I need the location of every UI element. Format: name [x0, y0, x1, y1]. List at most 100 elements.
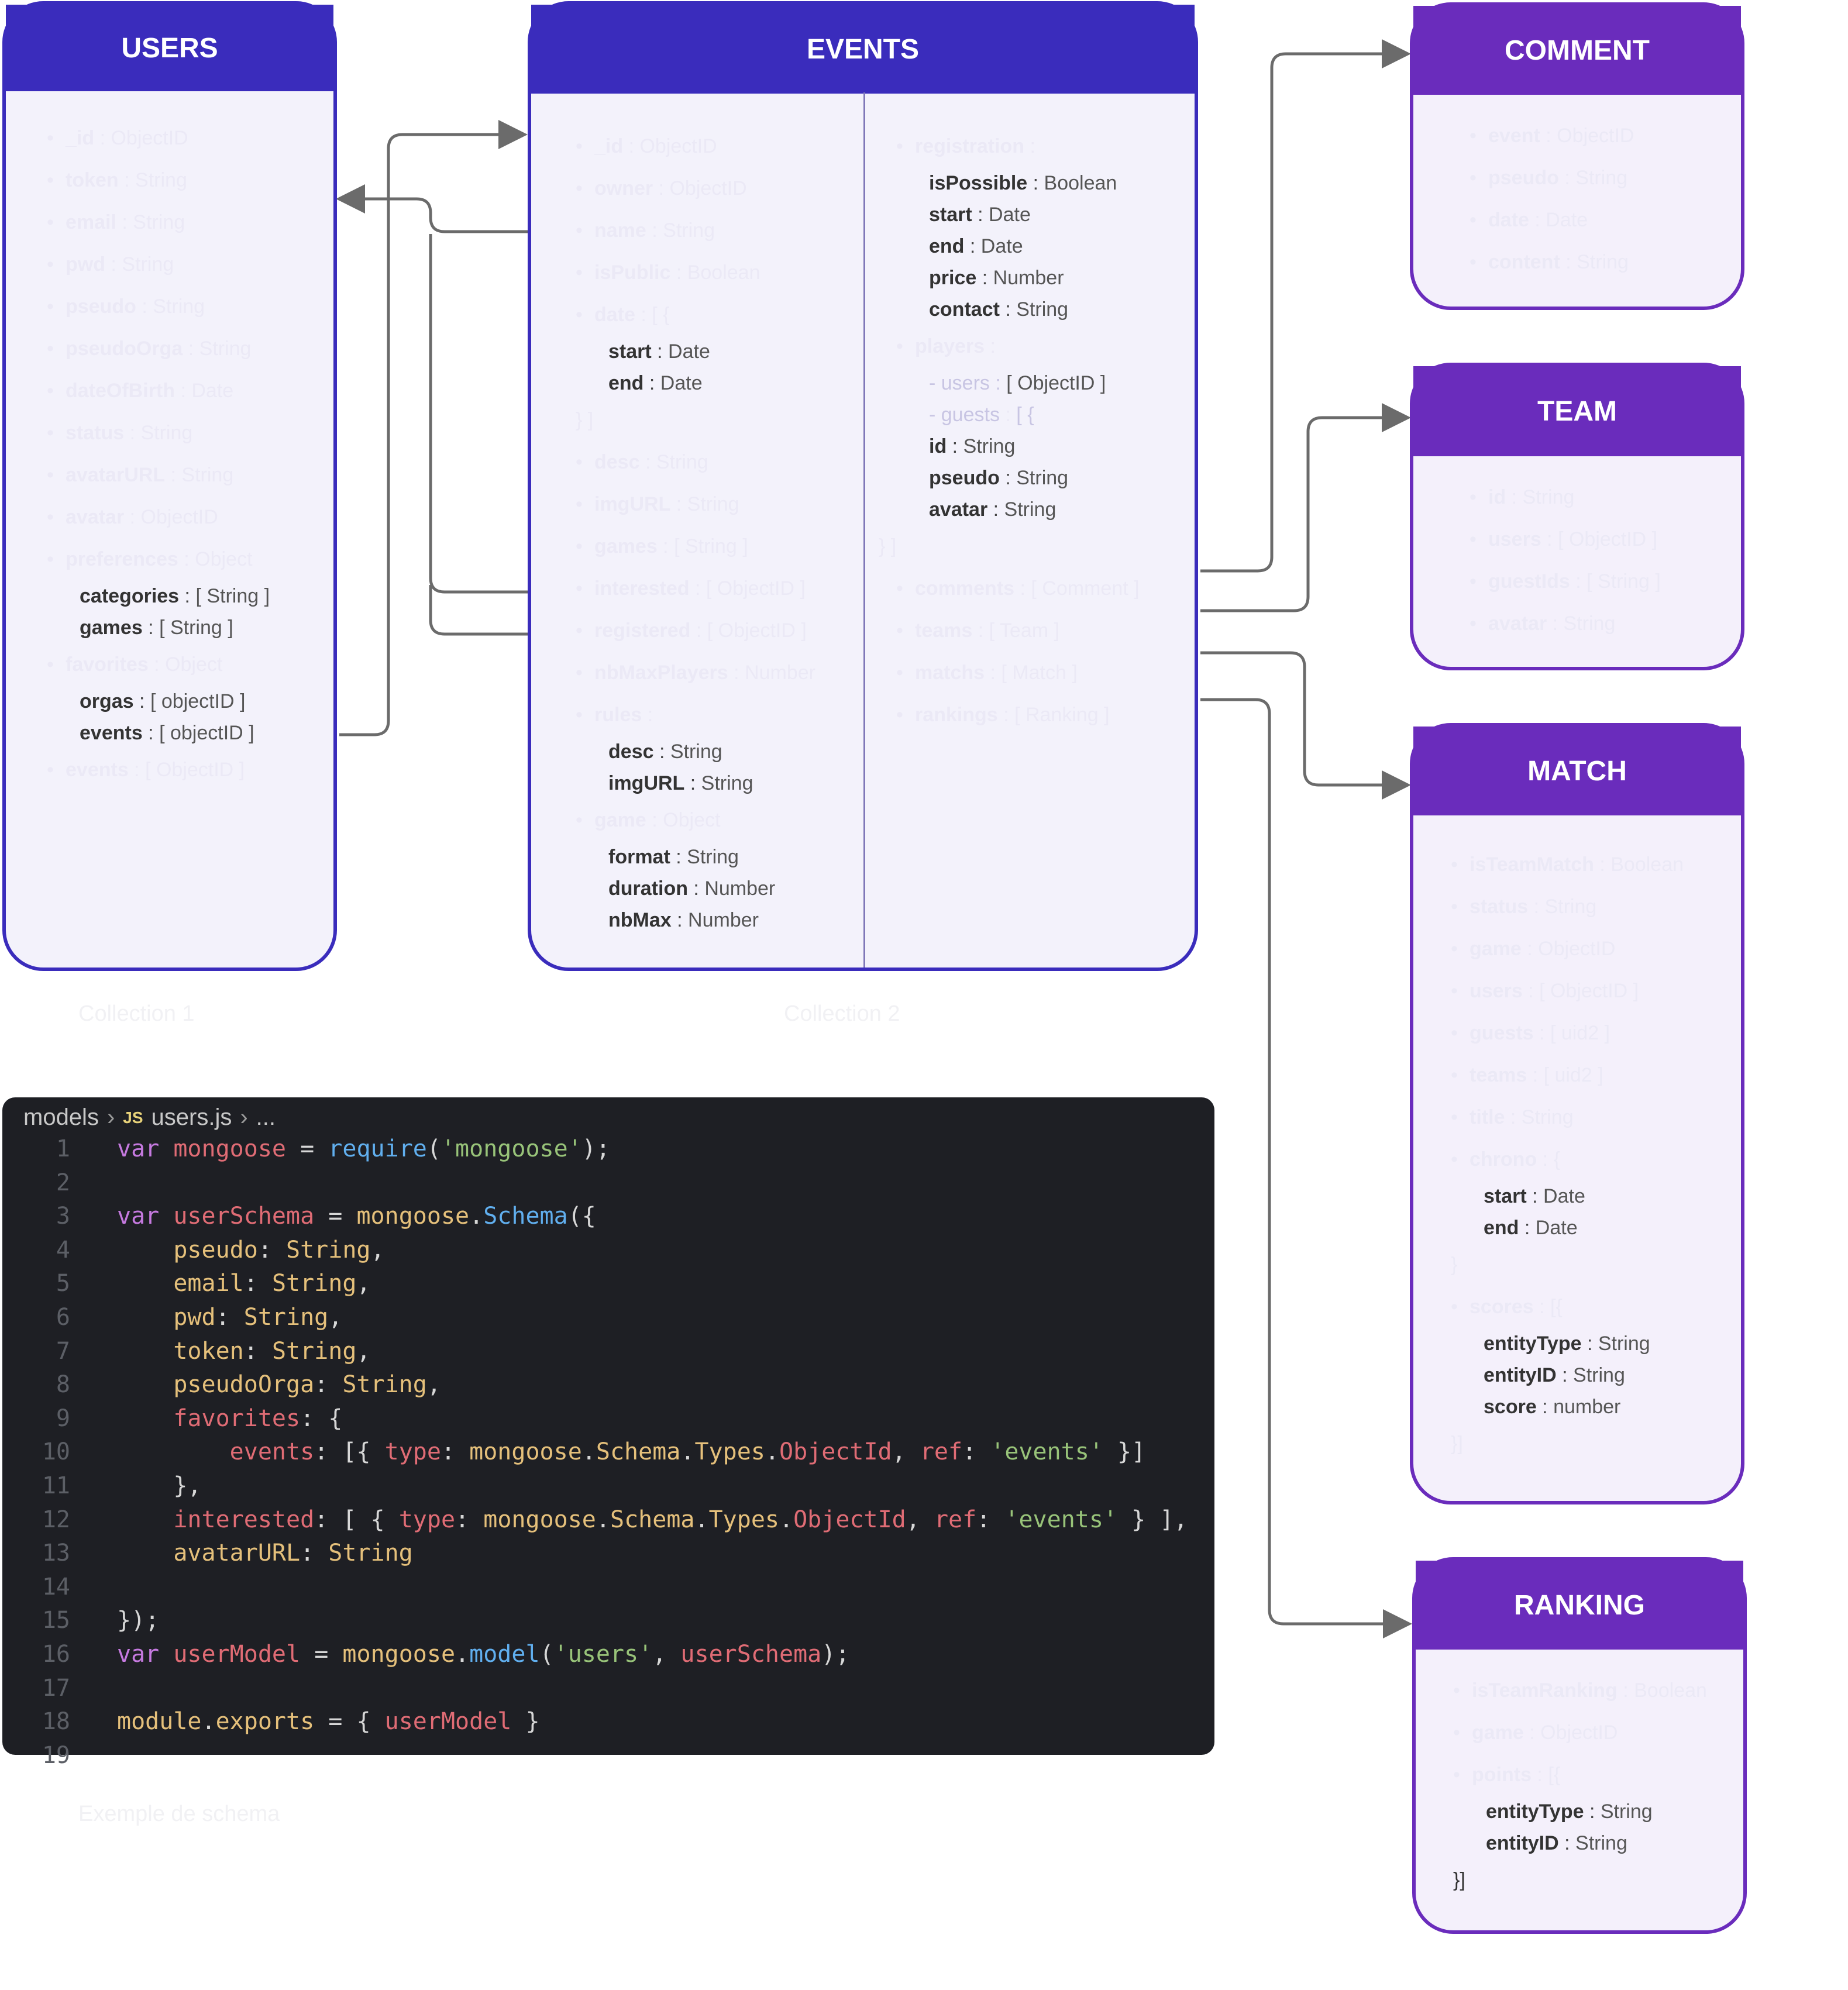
field-type: Boolean [1634, 1679, 1707, 1702]
field-type: Number [993, 267, 1064, 289]
field-row: events : [ objectID ] [47, 717, 270, 749]
breadcrumb-more[interactable]: ... [256, 1104, 276, 1130]
field-row: entityID : String [1451, 1359, 1684, 1391]
ranking-field-list: •isTeamRanking : Boolean•game : ObjectID… [1453, 1669, 1707, 1901]
field-type: [ ObjectID ] [706, 577, 806, 600]
code-line[interactable]: 19 [2, 1739, 1214, 1773]
code-line[interactable]: 4 pseudo: String, [2, 1234, 1214, 1268]
match-title: MATCH [1527, 755, 1627, 787]
field-name: preferences [66, 548, 178, 570]
bullet-icon: • [576, 304, 583, 326]
bullet-icon: • [1451, 853, 1458, 876]
field-name: events [80, 722, 143, 744]
field-name: end [1484, 1217, 1519, 1239]
code-line[interactable]: 7 token: String, [2, 1335, 1214, 1369]
breadcrumb-folder[interactable]: models [23, 1104, 99, 1130]
users-field-list: •_id : ObjectID•token : String•email : S… [47, 117, 270, 791]
field-type: Date [660, 372, 703, 394]
field-name: dateOfBirth [66, 380, 175, 402]
bullet-icon: • [896, 577, 903, 600]
code-line[interactable]: 12 interested: [ { type: mongoose.Schema… [2, 1503, 1214, 1537]
field-type: Number [745, 662, 815, 684]
bullet-icon: • [576, 577, 583, 600]
field-row: •title : String [1451, 1096, 1684, 1138]
field-separator: : [646, 219, 663, 242]
field-row: •pseudo : String [1470, 157, 1634, 199]
field-separator: : [976, 267, 993, 289]
match-header: MATCH [1413, 727, 1741, 815]
field-row: •points : [{ [1453, 1754, 1707, 1796]
code-line[interactable]: 6 pwd: String, [2, 1301, 1214, 1335]
field-separator: : [1528, 896, 1545, 918]
field-type: String [663, 219, 715, 242]
code-line[interactable]: 14 [2, 1571, 1214, 1605]
field-separator: : [136, 295, 153, 318]
code-line[interactable]: 13 avatarURL: String [2, 1537, 1214, 1571]
ranking-title: RANKING [1514, 1589, 1645, 1621]
field-row: •owner : ObjectID [576, 167, 815, 209]
field-type: [ ObjectID ] [1558, 528, 1658, 550]
field-separator: : [639, 451, 656, 473]
line-number: 5 [56, 1270, 70, 1297]
field-type: String [963, 435, 1016, 457]
code-line[interactable]: 15}); [2, 1604, 1214, 1638]
field-name: imgURL [594, 493, 671, 515]
field-type: [ Ranking ] [1014, 704, 1110, 726]
field-separator: : [989, 372, 1007, 394]
code-text: pseudoOrga: String, [173, 1371, 441, 1399]
field-separator: : [1547, 612, 1564, 635]
code-line[interactable]: 17 [2, 1672, 1214, 1706]
code-line[interactable]: 11 }, [2, 1469, 1214, 1503]
field-type: Date [989, 204, 1031, 226]
bullet-icon: • [896, 704, 903, 726]
field-separator: : [947, 435, 963, 457]
bullet-icon: • [1470, 125, 1477, 147]
field-name: start [929, 204, 972, 226]
field-row: end : Date [1451, 1212, 1684, 1244]
field-name: score [1484, 1396, 1537, 1418]
bullet-icon: • [1470, 528, 1477, 550]
field-separator: : [175, 380, 192, 402]
bullet-icon: • [896, 619, 903, 642]
field-name: status [1470, 896, 1529, 918]
field-row: •guests : [ uid2 ] [1451, 1012, 1684, 1054]
bullet-icon: • [576, 662, 583, 684]
field-separator: : [1014, 577, 1031, 600]
code-line[interactable]: 10 events: [{ type: mongoose.Schema.Type… [2, 1435, 1214, 1469]
code-line[interactable]: 5 email: String, [2, 1267, 1214, 1301]
code-line[interactable]: 9 favorites: { [2, 1402, 1214, 1436]
field-separator: : [999, 404, 1017, 426]
field-row: •status : String [47, 412, 270, 454]
field-separator: : [1506, 486, 1523, 508]
field-name: guests [1470, 1022, 1534, 1044]
bullet-icon: • [1451, 1296, 1458, 1318]
line-number: 2 [56, 1169, 70, 1196]
field-separator: : [128, 759, 146, 781]
line-number: 13 [42, 1540, 70, 1567]
connector-events-to-team [1200, 403, 1411, 612]
code-line[interactable]: 2 [2, 1166, 1214, 1200]
breadcrumb-file[interactable]: users.js [151, 1104, 232, 1130]
code-line[interactable]: 8 pseudoOrga: String, [2, 1368, 1214, 1402]
events-header: EVENTS [531, 5, 1195, 94]
field-separator: : [118, 169, 136, 191]
field-type: String [1575, 167, 1628, 189]
field-row: •name : String [576, 209, 815, 252]
field-separator: : [687, 877, 705, 900]
field-type: [ ObjectID ] [145, 759, 245, 781]
field-name: - guests [929, 404, 1000, 426]
bullet-icon: • [576, 809, 583, 831]
field-name: teams [915, 619, 973, 642]
field-type: String [701, 772, 753, 794]
field-separator: : [623, 135, 640, 157]
code-text: var userModel = mongoose.model('users', … [117, 1640, 850, 1668]
field-separator: : [1617, 1679, 1634, 1702]
field-row: - guests : [ { [896, 399, 1140, 431]
field-type: String [1016, 298, 1069, 321]
field-separator: : [1522, 980, 1540, 1002]
